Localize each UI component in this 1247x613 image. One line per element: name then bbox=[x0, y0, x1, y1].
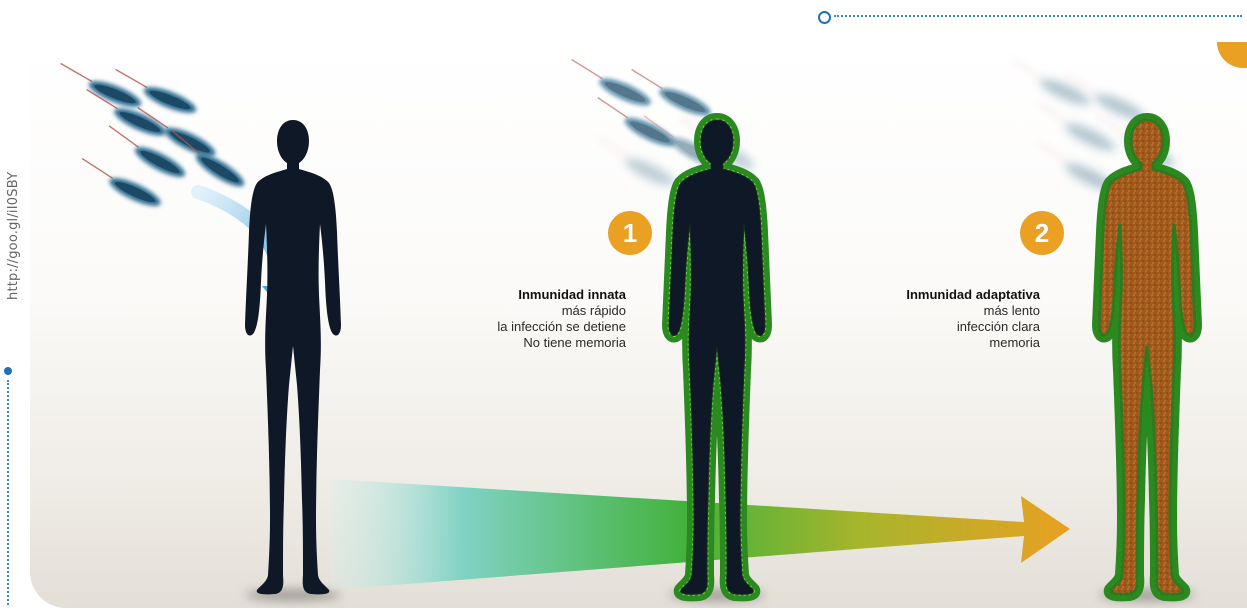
innate-line: No tiene memoria bbox=[450, 335, 626, 351]
side-dot-icon bbox=[4, 367, 12, 375]
source-url: http://goo.gl/iI0SBY bbox=[6, 172, 21, 300]
step-badge-1: 1 bbox=[608, 211, 652, 255]
adaptive-line: memoria bbox=[850, 335, 1040, 351]
diagram-canvas bbox=[30, 42, 1247, 608]
human-figure-adaptive-icon bbox=[1099, 120, 1195, 594]
adaptive-line: infección clara bbox=[850, 319, 1040, 335]
adaptive-immunity-title: Inmunidad adaptativa bbox=[850, 287, 1040, 303]
side-decoration: http://goo.gl/iI0SBY bbox=[0, 0, 30, 613]
innate-line: la infección se detiene bbox=[450, 319, 626, 335]
bacteria-icon bbox=[55, 63, 248, 211]
adaptive-line: más lento bbox=[850, 303, 1040, 319]
top-circle-icon bbox=[818, 11, 831, 24]
adaptive-immunity-info: Inmunidad adaptativa más lento infección… bbox=[850, 287, 1040, 351]
top-dotted-line bbox=[834, 15, 1242, 17]
human-figure-icon bbox=[245, 120, 341, 594]
innate-immunity-info: Inmunidad innata más rápido la infección… bbox=[450, 287, 626, 351]
step-badge-2: 2 bbox=[1020, 211, 1064, 255]
innate-line: más rápido bbox=[450, 303, 626, 319]
side-dotted-line bbox=[7, 380, 9, 605]
innate-immunity-title: Inmunidad innata bbox=[450, 287, 626, 303]
diagram-panel: 1 2 Inmunidad innata más rápido la infec… bbox=[30, 42, 1247, 608]
